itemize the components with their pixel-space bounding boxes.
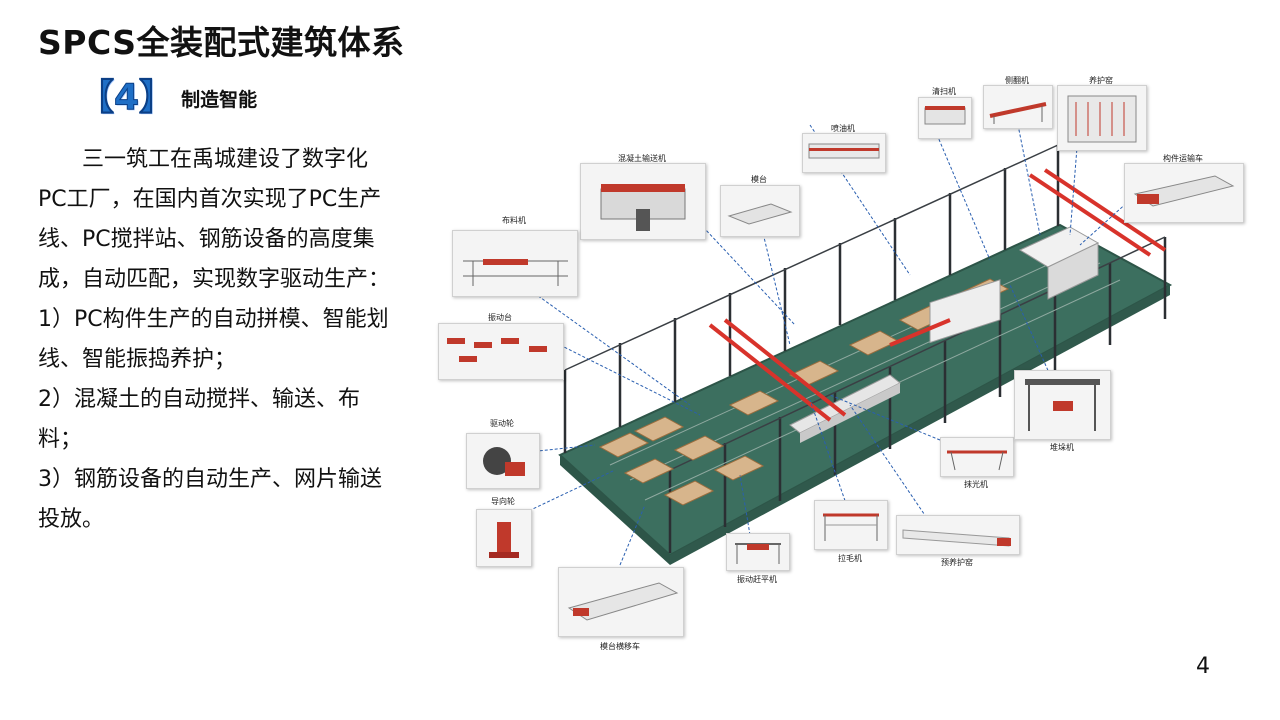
cleaning-thumb <box>918 97 972 139</box>
section-label: 制造智能 <box>181 88 258 111</box>
spreader-label: 布料机 <box>502 216 526 225</box>
drive-wheel-thumb <box>466 433 540 489</box>
tilting-thumb <box>983 85 1053 129</box>
troweling-label: 抹光机 <box>964 480 988 489</box>
slide-title: SPCS全装配式建筑体系 <box>38 23 405 62</box>
guide-wheel-thumb <box>476 509 532 567</box>
precuring-kiln-label: 预养护窑 <box>941 558 973 567</box>
pallet-transfer-thumb <box>558 567 684 637</box>
stacker-thumb <box>1014 370 1111 440</box>
component-transport-thumb <box>1124 163 1244 223</box>
oiling-label: 喷油机 <box>831 124 855 133</box>
concrete-conveyor-label: 混凝土输送机 <box>618 154 666 163</box>
curing-kiln-label: 养护窑 <box>1089 76 1113 85</box>
stacker-label: 堆垛机 <box>1050 443 1074 452</box>
tilting-label: 侧翻机 <box>1005 76 1029 85</box>
page-number: 4 <box>1196 654 1210 679</box>
vibro-leveler-thumb <box>726 533 790 571</box>
list-item-3: 3）钢筋设备的自动生产、网片输送投放。 <box>38 467 382 532</box>
intro-paragraph: 三一筑工在禹城建设了数字化PC工厂，在国内首次实现了PC生产线、PC搅拌站、钢筋… <box>38 147 391 292</box>
factory-floor-illustration <box>499 109 1173 566</box>
guide-wheel-label: 导向轮 <box>491 497 515 506</box>
curing-kiln-thumb <box>1057 85 1147 151</box>
list-item-1: 1）PC构件生产的自动拼模、智能划线、智能振捣养护； <box>38 307 389 372</box>
cleaning-label: 清扫机 <box>932 87 956 96</box>
troweling-thumb <box>940 437 1014 477</box>
section-number-badge: 【4】 <box>77 77 176 118</box>
component-transport-label: 构件运输车 <box>1163 154 1203 163</box>
vibration-table-thumb <box>438 323 564 380</box>
gantry-cranes <box>708 168 1167 422</box>
pallet-thumb <box>720 185 800 237</box>
pallet-transfer-label: 模台横移车 <box>600 642 640 651</box>
section-heading: 【4】 制造智能 <box>77 77 258 118</box>
oiling-thumb <box>802 133 886 173</box>
pallet-label: 模台 <box>751 175 767 184</box>
drive-wheel-label: 驱动轮 <box>490 419 514 428</box>
body-text: 三一筑工在禹城建设了数字化PC工厂，在国内首次实现了PC生产线、PC搅拌站、钢筋… <box>38 140 390 540</box>
spreader-thumb <box>452 230 578 297</box>
roughening-label: 拉毛机 <box>838 554 862 563</box>
concrete-conveyor-thumb <box>580 163 706 240</box>
list-item-2: 2）混凝土的自动搅拌、输送、布料； <box>38 387 360 452</box>
roughening-thumb <box>814 500 888 550</box>
factory-diagram: 混凝土输送机 模台 布料机 振动台 驱动轮 导向轮 模台横移车 振动赶平机 拉毛… <box>430 75 1250 665</box>
vibration-table-label: 振动台 <box>488 313 512 322</box>
precuring-kiln-thumb <box>896 515 1020 555</box>
vibro-leveler-label: 振动赶平机 <box>737 575 777 584</box>
steel-frame <box>563 145 1167 553</box>
